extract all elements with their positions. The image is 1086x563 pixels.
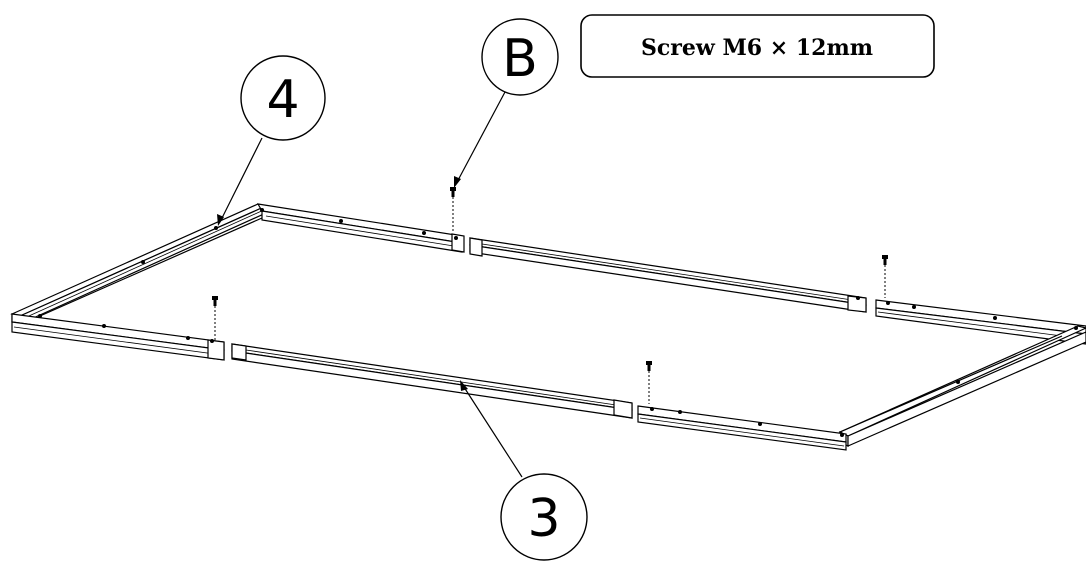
frame-rail-right-side: [838, 325, 1086, 447]
screw-icon: [212, 296, 218, 340]
screw-icon: [882, 255, 888, 298]
callout-4-label: 4: [266, 70, 299, 130]
callout-b: B: [454, 18, 559, 188]
screw-icon: [450, 187, 456, 232]
frame-rail-back-right: [875, 299, 1086, 345]
frame-rail-back-left: [256, 203, 465, 253]
leader-arrow-icon: [217, 214, 224, 226]
leader-arrow-icon: [454, 176, 461, 188]
callout-4: 4: [217, 55, 326, 226]
mounting-holes: [38, 208, 1078, 437]
callout-b-label: B: [502, 29, 538, 89]
leader-arrow-icon: [460, 380, 468, 391]
hardware-label-box: Screw M6 × 12mm: [580, 14, 935, 78]
frame-rail-front-right: [637, 405, 847, 451]
callout-3: 3: [460, 380, 588, 561]
frame-rail-front-left: [11, 217, 263, 361]
part-3-rail-back: [469, 237, 867, 313]
hardware-label-text: Screw M6 × 12mm: [641, 35, 873, 61]
callout-3-label: 3: [527, 489, 560, 549]
frame-rail-left-back: [10, 203, 268, 325]
screw-icon: [646, 361, 652, 404]
part-3-rail-front: [231, 343, 633, 419]
